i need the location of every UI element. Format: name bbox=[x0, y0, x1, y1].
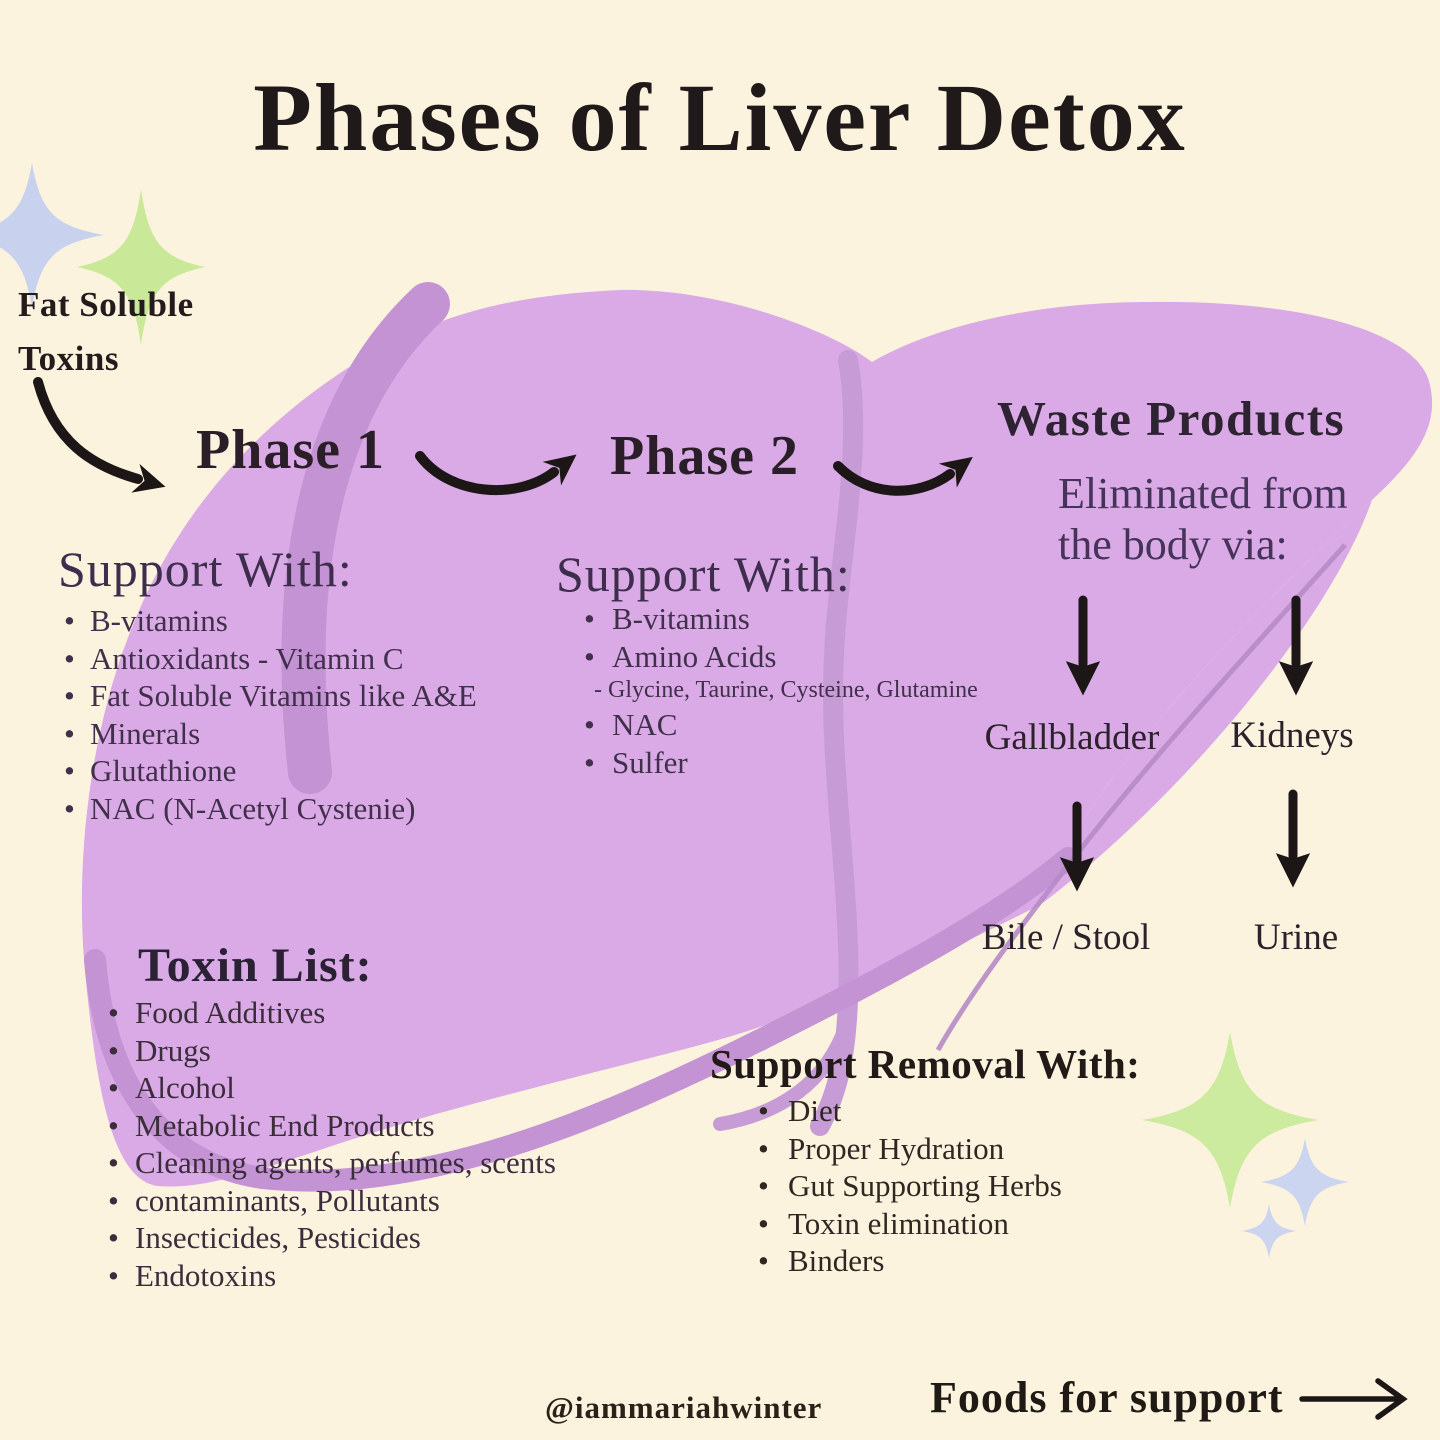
page-title: Phases of Liver Detox bbox=[253, 64, 1187, 171]
list-item: Diet bbox=[726, 1092, 1062, 1130]
kidneys-label: Kidneys bbox=[1230, 715, 1354, 756]
list-item: Insecticides, Pesticides bbox=[78, 1219, 556, 1257]
phase-1-support-heading: Support With: bbox=[58, 541, 353, 597]
input-toxins-line1: Fat Soluble bbox=[18, 285, 194, 324]
list-item: Proper Hydration bbox=[726, 1130, 1062, 1168]
phase-1-label: Phase 1 bbox=[196, 419, 385, 481]
waste-subtitle: Eliminated from the body via: bbox=[1058, 468, 1348, 570]
curved-arrow-icon bbox=[415, 451, 577, 495]
list-item: Drugs bbox=[78, 1032, 556, 1070]
list-item: Fat Soluble Vitamins like A&E bbox=[38, 677, 477, 715]
list-item: Antioxidants - Vitamin C bbox=[38, 640, 477, 678]
gallbladder-label: Gallbladder bbox=[984, 717, 1160, 758]
phase-2-support-heading: Support With: bbox=[556, 546, 851, 602]
waste-products-label: Waste Products bbox=[997, 391, 1346, 446]
input-toxins-label: Fat Soluble Toxins bbox=[18, 278, 194, 386]
curved-arrow-icon bbox=[33, 377, 166, 493]
support-removal-heading: Support Removal With: bbox=[710, 1041, 1141, 1087]
list-item: Amino Acids bbox=[556, 638, 978, 676]
support-removal-list: Diet Proper Hydration Gut Supporting Her… bbox=[726, 1092, 1062, 1280]
waste-subtitle-line1: Eliminated from bbox=[1058, 469, 1348, 518]
waste-subtitle-line2: the body via: bbox=[1058, 520, 1288, 569]
list-item: NAC (N-Acetyl Cystenie) bbox=[38, 790, 477, 828]
phase-2-support-list: B-vitamins Amino Acids - Glycine, Taurin… bbox=[556, 600, 978, 781]
list-item: Toxin elimination bbox=[726, 1205, 1062, 1243]
list-item: Binders bbox=[726, 1242, 1062, 1280]
list-item: Endotoxins bbox=[78, 1257, 556, 1295]
list-item: NAC bbox=[556, 706, 978, 744]
list-item: Cleaning agents, perfumes, scents bbox=[78, 1144, 556, 1182]
phase-2-label: Phase 2 bbox=[610, 425, 799, 487]
list-item: Metabolic End Products bbox=[78, 1107, 556, 1145]
sparkle-icon bbox=[1142, 1032, 1318, 1208]
urine-label: Urine bbox=[1253, 917, 1339, 958]
toxin-list: Food Additives Drugs Alcohol Metabolic E… bbox=[78, 994, 556, 1294]
right-arrow-icon bbox=[1299, 1378, 1408, 1420]
list-item: Gut Supporting Herbs bbox=[726, 1167, 1062, 1205]
sparkle-icon bbox=[1242, 1204, 1296, 1258]
sparkle-icon bbox=[0, 163, 104, 307]
flow-arrows bbox=[33, 377, 1408, 1420]
curved-arrow-icon bbox=[833, 456, 973, 496]
list-item: contaminants, Pollutants bbox=[78, 1182, 556, 1220]
list-item: B-vitamins bbox=[556, 600, 978, 638]
list-item: Sulfer bbox=[556, 744, 978, 782]
sparkle-icon bbox=[77, 189, 205, 345]
list-item: Alcohol bbox=[78, 1069, 556, 1107]
list-item: Minerals bbox=[38, 715, 477, 753]
foods-for-support-label: Foods for support bbox=[930, 1373, 1284, 1422]
toxin-list-heading: Toxin List: bbox=[138, 939, 373, 992]
author-handle: @iammariahwinter bbox=[545, 1390, 823, 1425]
sparkle-icons bbox=[0, 163, 1349, 1258]
sparkle-icon bbox=[1261, 1138, 1349, 1226]
input-toxins-line2: Toxins bbox=[18, 339, 119, 378]
phase-1-support-list: B-vitamins Antioxidants - Vitamin C Fat … bbox=[38, 602, 477, 827]
amino-acids-note: - Glycine, Taurine, Cysteine, Glutamine bbox=[594, 677, 978, 703]
list-item: Food Additives bbox=[78, 994, 556, 1032]
bile-stool-label: Bile / Stool bbox=[981, 917, 1151, 958]
list-item: B-vitamins bbox=[38, 602, 477, 640]
list-item: Glutathione bbox=[38, 752, 477, 790]
liver-right-edge-line bbox=[935, 543, 1347, 1052]
